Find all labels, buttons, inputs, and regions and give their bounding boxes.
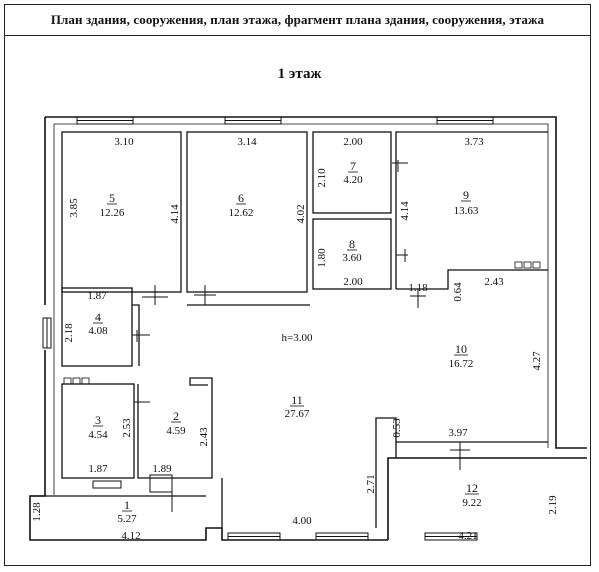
room-8-number: 8	[349, 237, 355, 251]
room-9-number: 9	[463, 188, 469, 202]
room-1-area: 5.27	[117, 513, 137, 525]
windows	[42, 116, 494, 541]
dim-r3-left: 2.53	[121, 418, 133, 438]
door-marks	[132, 160, 470, 512]
dim-r4-left: 2.18	[63, 323, 75, 343]
dim-r7-left: 2.10	[316, 168, 328, 188]
room-10-number: 10	[455, 342, 467, 356]
floor-title: 1 этаж	[277, 66, 322, 82]
room-5-number: 5	[109, 191, 115, 205]
room-12-number: 12	[466, 481, 478, 495]
outer-walls	[29, 116, 587, 541]
dim-r11-bottom: 4.00	[292, 515, 312, 527]
room-number-underlines	[93, 171, 479, 512]
room-11-area: 27.67	[285, 408, 310, 420]
dim-r5-right: 4.14	[169, 204, 181, 224]
dim-r3-bottom: 1.87	[88, 463, 108, 475]
room-12-area: 9.22	[462, 497, 481, 509]
dim-r7-top: 2.00	[343, 136, 363, 148]
dimension-labels-vertical: 3.85 4.14 4.02 2.10 1.80 4.14 0.64 2.18 …	[31, 168, 559, 522]
dim-r9-left: 4.14	[399, 201, 411, 221]
dim-r4-top: 1.87	[87, 290, 107, 302]
dim-r9-top: 3.73	[464, 136, 484, 148]
vent-blocks	[63, 261, 541, 385]
room-11-number: 11	[291, 393, 303, 407]
dim-r8-bottom: 2.00	[343, 276, 363, 288]
dim-r6-right: 4.02	[295, 204, 307, 223]
dim-r12-right: 2.19	[547, 495, 559, 515]
room-labels: 5 12.26 6 12.62 7 4.20 8 3.60 9 13.63 4 …	[88, 159, 481, 525]
room-6-area: 12.62	[229, 207, 254, 219]
dim-r10-right: 4.27	[531, 351, 543, 371]
room-9-area: 13.63	[454, 205, 479, 217]
room-5-area: 12.26	[100, 207, 125, 219]
room-8-area: 3.60	[342, 252, 362, 264]
dim-corr-064: 0.64	[452, 282, 464, 302]
header-title: План здания, сооружения, план этажа, фра…	[50, 11, 545, 27]
drawing-frame	[4, 4, 591, 566]
room-2-area: 4.59	[166, 425, 186, 437]
room-7-area: 4.20	[343, 174, 363, 186]
dim-r2-bottom: 1.89	[152, 463, 172, 475]
room-1-number: 1	[124, 498, 130, 512]
dim-corr-118: 1.18	[408, 282, 428, 294]
dim-r6-top: 3.14	[237, 136, 257, 148]
dim-r11-271: 2.71	[365, 474, 377, 493]
ceiling-height: h=3.00	[282, 332, 313, 344]
room-3-area: 4.54	[88, 429, 108, 441]
room-10-area: 16.72	[449, 358, 474, 370]
dim-r1-bottom: 4.12	[121, 530, 140, 542]
dim-r2-right: 2.43	[198, 427, 210, 447]
dim-r5-top: 3.10	[114, 136, 134, 148]
room-7-number: 7	[350, 159, 356, 173]
header-bar: План здания, сооружения, план этажа, фра…	[4, 4, 591, 36]
dim-r8-left: 1.80	[316, 248, 328, 268]
dim-r5-left: 3.85	[68, 198, 80, 218]
dim-corr-243: 2.43	[484, 276, 504, 288]
partitions	[30, 131, 548, 528]
room-3-number: 3	[95, 413, 101, 427]
room-2-number: 2	[173, 409, 179, 423]
room-4-area: 4.08	[88, 325, 108, 337]
room-6-number: 6	[238, 191, 244, 205]
dim-r11-053: 0.53	[391, 418, 403, 438]
dimension-labels-horizontal: 3.10 3.14 2.00 3.73 2.00 1.18 2.43 1.87 …	[87, 136, 504, 542]
dim-r10-bottom: 3.97	[448, 427, 468, 439]
dim-r1-left: 1.28	[31, 502, 43, 522]
room-4-number: 4	[95, 310, 101, 324]
dim-r12-bottom: 4.21	[458, 530, 477, 542]
